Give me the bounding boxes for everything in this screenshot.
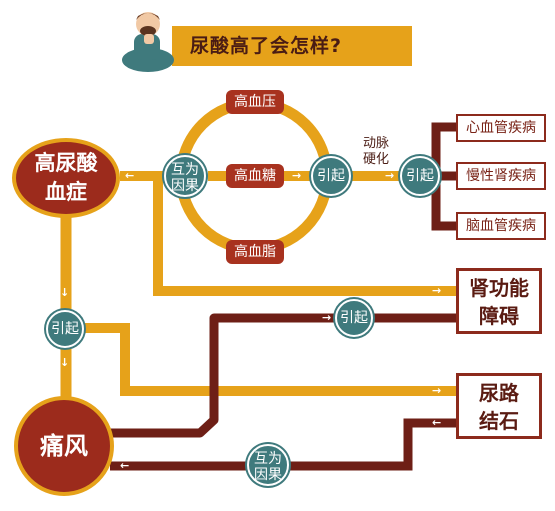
node-renal-dysfunction: 肾功能 障碍 [456,268,542,334]
wire-to-renal [153,176,460,296]
hub-mutual-cause-bottom-line2: 因果 [254,467,282,483]
arrow-right-mark: → [292,169,302,182]
thinking-person-icon [122,12,174,72]
node-hyperuricemia: 高尿酸 血症 [12,138,120,218]
arrow-down-mark-2: ↓ [60,356,70,369]
wire-to-cardio [431,122,456,176]
hub-mutual-cause-bottom: 互为 因果 [247,444,289,486]
node-gout: 痛风 [14,396,114,496]
node-cerebro: 脑血管疾病 [456,212,546,240]
node-high-sugar: 高血糖 [226,164,284,188]
arrow-stone-back-mark: ← [432,416,442,429]
node-hyperuricemia-line2: 血症 [45,180,87,204]
node-cardio: 心血管疾病 [456,114,546,142]
hub-cause-middle: 引起 [311,156,351,196]
label-arteriosclerosis: 动脉 硬化 [358,136,394,168]
node-gout-label: 痛风 [40,432,88,460]
arrow-stone-mark: → [432,384,442,397]
hub-cause-kidney: 引起 [335,299,373,337]
hub-mutual-cause-bottom-line1: 互为 [254,451,282,467]
node-renal-dysfunction-line2: 障碍 [479,304,519,328]
title-banner [172,26,412,66]
hub-cause-left: 引起 [46,310,84,348]
arrow-down-mark: ↓ [60,286,70,299]
page-title: 尿酸高了会怎样? [190,35,343,57]
hub-mutual-cause-top: 互为 因果 [164,155,206,197]
arrow-left-mark: ← [125,169,135,182]
label-arteriosclerosis-line1: 动脉 [362,136,389,151]
hub-mutual-cause-top-line1: 互为 [171,162,199,178]
node-kidney-chronic: 慢性肾疾病 [456,162,546,190]
node-urinary-stone: 尿路 结石 [456,373,542,439]
wire-to-stone [66,323,460,396]
hub-mutual-cause-top-line2: 因果 [171,178,199,194]
arrow-renal-mark: → [432,284,442,297]
arrow-right-mark-2: → [385,169,395,182]
label-arteriosclerosis-line2: 硬化 [362,152,389,167]
node-hyperuricemia-line1: 高尿酸 [34,151,98,175]
wire-to-cerebro [431,176,456,231]
node-urinary-stone-line1: 尿路 [479,381,519,405]
hub-cause-right: 引起 [400,156,440,196]
arrow-gout-mark: ← [120,459,130,472]
node-high-bp: 高血压 [226,90,284,114]
arrow-renal-mark-2: → [322,311,332,324]
wire-gout-to-renal [110,313,460,438]
node-renal-dysfunction-line1: 肾功能 [469,276,529,300]
node-urinary-stone-line2: 结石 [479,409,519,433]
node-high-lipid: 高血脂 [226,240,284,264]
